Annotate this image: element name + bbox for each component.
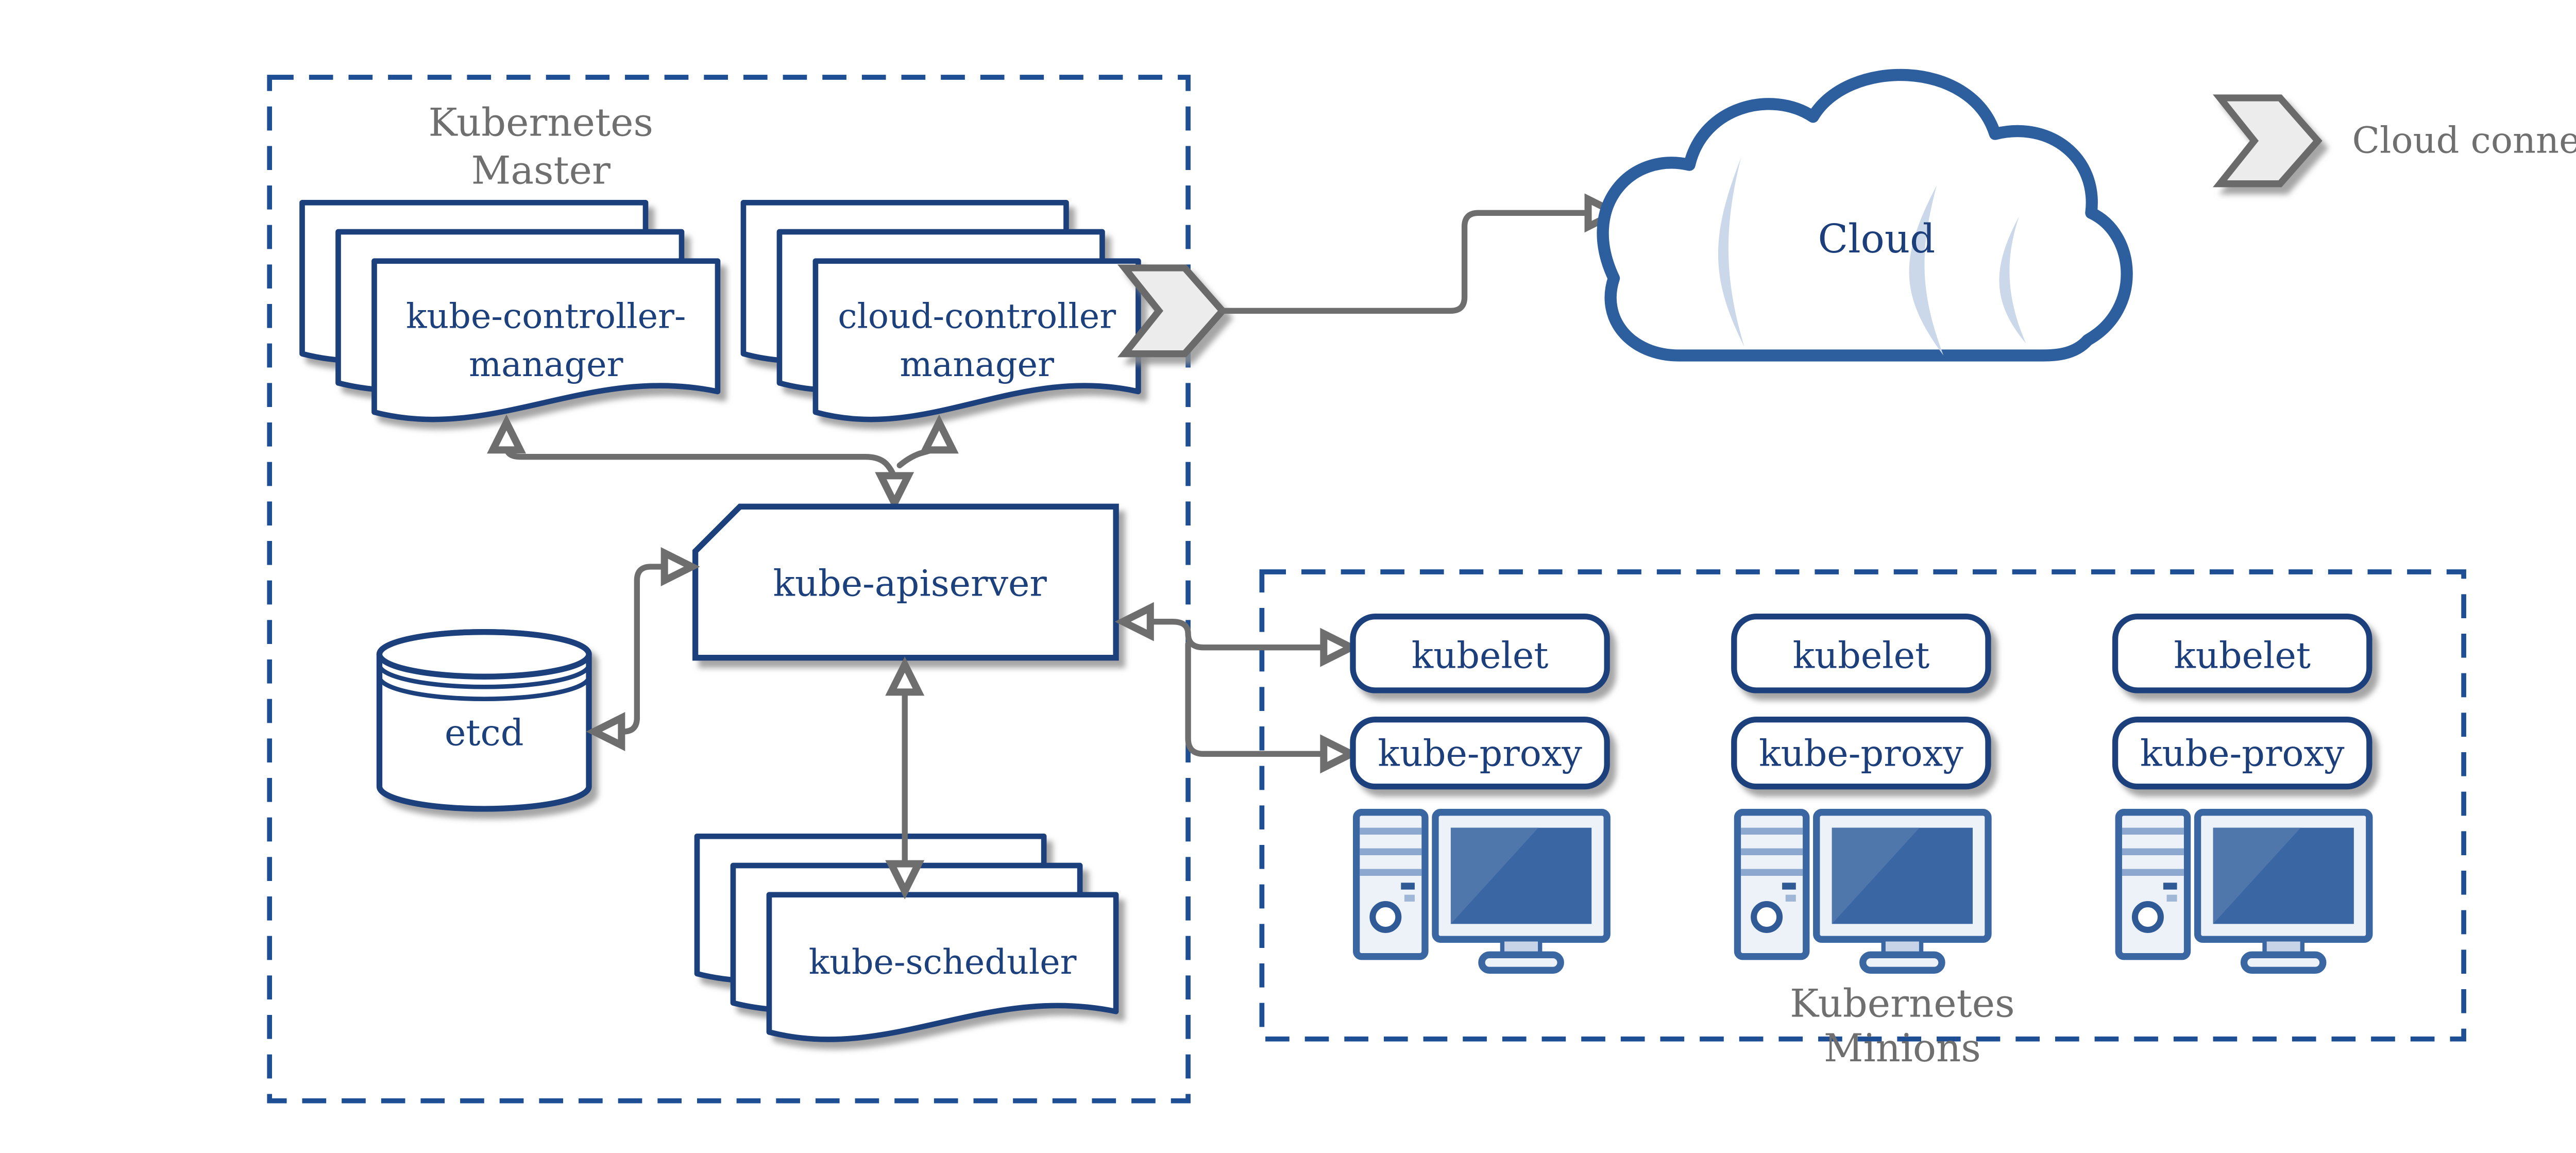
cloud-connector-chevron	[1117, 264, 1227, 358]
arrowhead-left-etcd	[586, 712, 625, 751]
master-container-border	[267, 75, 1191, 1104]
minion-node-1: kubelet kube-proxy	[1350, 613, 1611, 974]
arrowhead-right-kubelet	[1320, 628, 1360, 667]
arrowhead-left-apiserver	[1114, 602, 1154, 641]
kube-apiserver-label: kube-apiserver	[773, 563, 1047, 605]
arrowhead-up-kube-controller	[487, 414, 527, 454]
kube-scheduler-label: kube-scheduler	[809, 942, 1077, 982]
computer-icon-2	[1734, 808, 1992, 974]
master-label-line1: Kubernetes	[428, 99, 653, 145]
kubelet-label-1: kubelet	[1412, 635, 1549, 677]
kube-proxy-label-3: kube-proxy	[2140, 733, 2345, 775]
master-label-line2: Master	[471, 148, 611, 193]
etcd-rim-line	[377, 664, 591, 689]
monitor-screen-shine-3	[2213, 827, 2301, 924]
kube-proxy-label-2: kube-proxy	[1759, 733, 1963, 775]
chevron-cloud-connector	[1219, 193, 1624, 314]
cloud-shine-sliver	[1718, 158, 1744, 347]
monitor-base-3	[2240, 951, 2327, 974]
legend-chevron-icon	[2213, 94, 2323, 188]
kube-apiserver-box: kube-apiserver	[692, 503, 1119, 661]
minions-label-line2: Minions	[1824, 1025, 1981, 1071]
arrowhead-down-apiserver	[875, 472, 914, 512]
etcd-label: etcd	[445, 712, 524, 754]
tower-stripes-1	[1360, 827, 1422, 876]
kubelet-label-2: kubelet	[1793, 635, 1930, 677]
monitor-base-1	[1478, 951, 1564, 974]
cloud-label: Cloud	[1818, 216, 1936, 262]
arrowhead-up-apiserver	[885, 656, 925, 696]
kube-controller-manager-label-line2: manager	[469, 344, 623, 384]
kube-controller-manager-card-front	[371, 258, 721, 422]
arrowhead-down-scheduler	[885, 860, 925, 900]
minions-container-border	[1259, 569, 2466, 1042]
etcd-rim-line	[377, 676, 591, 701]
cloud-shine-sliver	[1909, 185, 1944, 355]
connector-line	[1185, 641, 1329, 757]
cloud-shape-group: Cloud	[1597, 69, 2133, 362]
kube-proxy-box-2	[1731, 716, 1991, 790]
kubelet-label-3: kubelet	[2174, 635, 2311, 677]
tower-vent-1	[1404, 894, 1415, 902]
apiserver-scheduler-connector	[885, 656, 925, 900]
apiserver-etcd-connector	[586, 547, 700, 751]
tower-vent-1	[1401, 883, 1415, 890]
kube-proxy-box-1	[1350, 716, 1610, 790]
tower-stripes-2	[1741, 827, 1803, 876]
connector-line	[618, 564, 668, 735]
arrowhead-up-cloud-controller	[919, 414, 959, 454]
minions-label-line1: Kubernetes	[1790, 980, 2014, 1026]
connector-line	[1219, 210, 1593, 314]
computer-icon-3	[2115, 808, 2373, 974]
monitor-base-2	[1859, 951, 1945, 974]
tower-vent-3	[2166, 894, 2177, 902]
arrowhead-right-apiserver	[660, 547, 700, 586]
minion-node-2: kubelet kube-proxy	[1731, 613, 1992, 974]
tower-power-button-3	[2131, 901, 2164, 933]
tower-power-button-2	[1751, 901, 1783, 933]
legend-cloud-connector: Cloud connector	[2213, 94, 2576, 188]
kube-proxy-box-3	[2112, 716, 2372, 790]
cloud-controller-manager-label-line2: manager	[900, 344, 1054, 384]
controllers-apiserver-connector	[487, 414, 959, 512]
connector-line	[503, 443, 897, 484]
tower-vent-2	[1782, 883, 1796, 890]
kube-apiserver-shape	[692, 503, 1119, 661]
connector-line	[1144, 618, 1329, 651]
computer-icon-1	[1352, 808, 1611, 974]
kubelet-box-3	[2112, 613, 2372, 693]
cloud-controller-manager-stack: cloud-controller manager	[740, 199, 1141, 422]
kube-proxy-label-1: kube-proxy	[1378, 733, 1582, 775]
cloud-shine-sliver	[1999, 216, 2026, 344]
etcd-cylinder: etcd	[376, 629, 592, 812]
kubelet-box-2	[1731, 613, 1991, 693]
arrowhead-right-kube-proxy	[1320, 734, 1360, 774]
tower-power-button-1	[1369, 901, 1402, 933]
tower-vent-2	[1785, 894, 1796, 902]
cloud-controller-manager-label-line1: cloud-controller	[838, 296, 1116, 336]
kube-scheduler-stack: kube-scheduler	[694, 833, 1119, 1042]
minion-node-3: kubelet kube-proxy	[2112, 613, 2373, 974]
kube-controller-manager-stack: kube-controller- manager	[299, 199, 721, 422]
tower-stripes-3	[2122, 827, 2184, 876]
kube-controller-manager-label-line1: kube-controller-	[406, 296, 686, 336]
etcd-top-ellipse	[376, 629, 592, 680]
cloud-outline	[1597, 69, 2133, 362]
cloud-controller-manager-card-front	[812, 258, 1141, 422]
tower-vent-3	[2163, 883, 2177, 890]
apiserver-minions-connector	[1114, 602, 1360, 774]
kubelet-box-1	[1350, 613, 1610, 693]
legend-cloud-connector-label: Cloud connector	[2352, 120, 2576, 162]
kube-scheduler-card-front	[766, 892, 1119, 1042]
